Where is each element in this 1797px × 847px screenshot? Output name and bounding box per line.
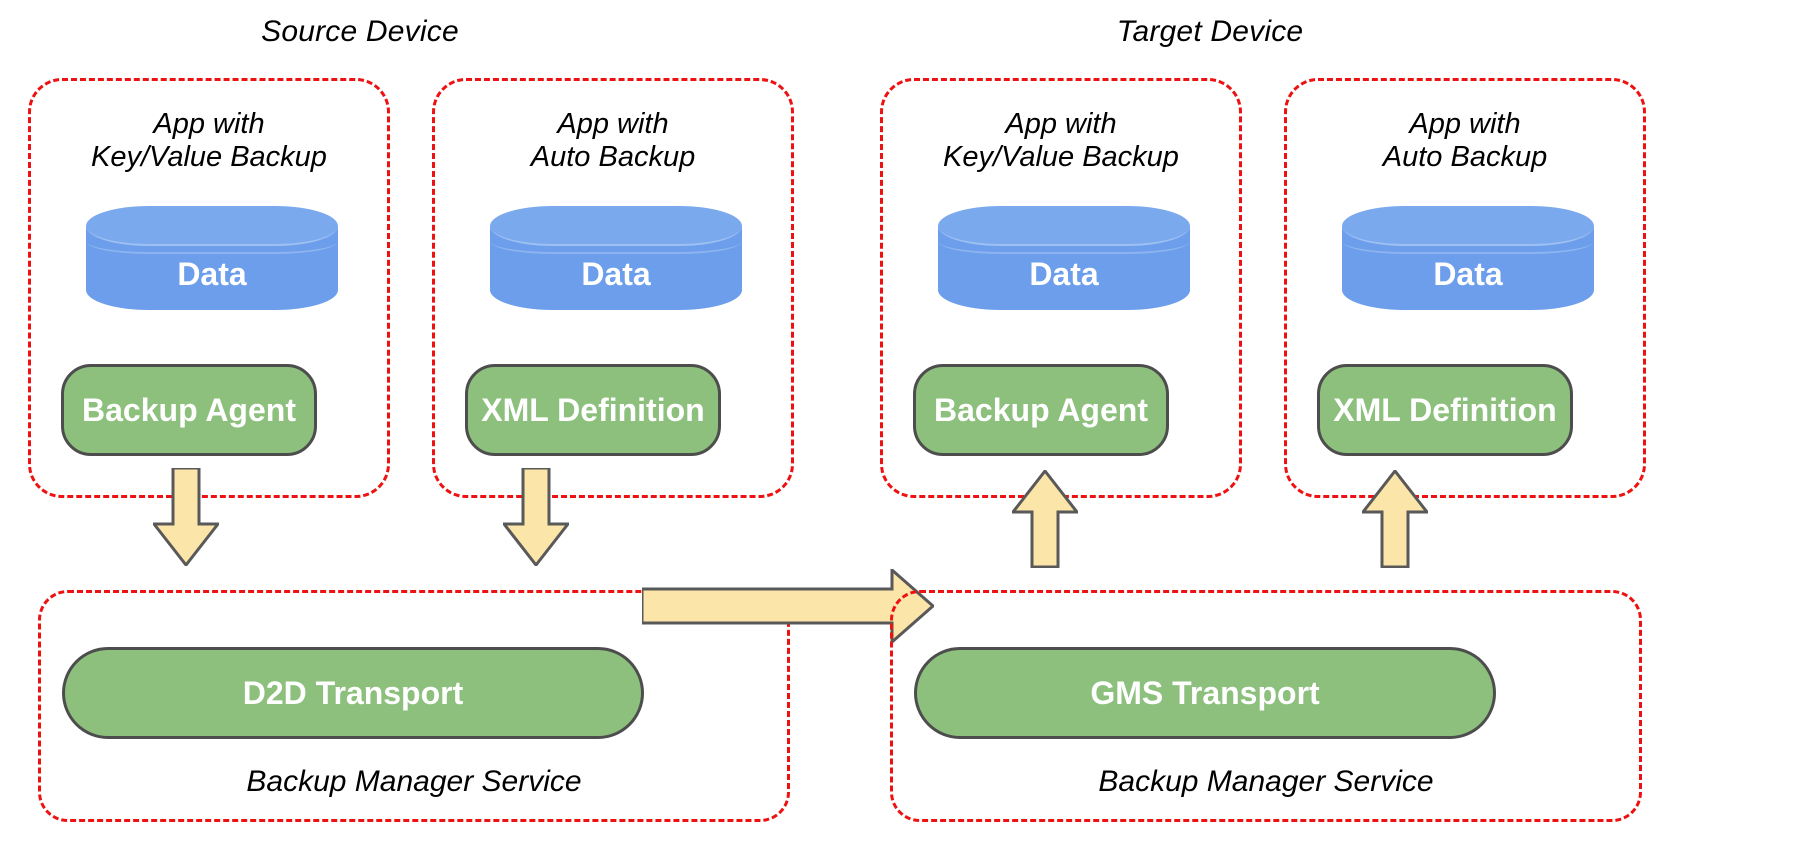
backup-manager-service-caption: Backup Manager Service (246, 764, 582, 798)
data-cylinder-icon: Data (490, 206, 742, 310)
arrow-down-icon-source-auto-backup (503, 468, 569, 566)
app-panel-caption: App with Auto Backup (1382, 108, 1548, 174)
arrow-up-icon-target-key-value (1012, 470, 1078, 568)
app-panel-caption: App with Key/Value Backup (91, 108, 327, 174)
xml-definition-box-target[interactable]: XML Definition (1317, 364, 1573, 456)
backup-agent-box-target[interactable]: Backup Agent (913, 364, 1169, 456)
backup-manager-service-panel-target: Backup Manager Service (890, 590, 1642, 822)
gms-transport-box[interactable]: GMS Transport (914, 647, 1496, 739)
xml-definition-box-source[interactable]: XML Definition (465, 364, 721, 456)
data-cylinder-icon: Data (938, 206, 1190, 310)
data-cylinder-icon: Data (86, 206, 338, 310)
data-cylinder-label: Data (581, 256, 651, 292)
arrow-down-icon-source-key-value (153, 468, 219, 566)
source-device-title: Source Device (261, 15, 459, 48)
app-panel-source-auto-backup: App with Auto Backup Data XML Definition (432, 78, 794, 498)
backup-agent-box-source[interactable]: Backup Agent (61, 364, 317, 456)
data-cylinder-label: Data (1029, 256, 1099, 292)
target-device-title: Target Device (1116, 15, 1304, 48)
app-panel-caption: App with Auto Backup (530, 108, 696, 174)
arrow-up-icon-target-auto-backup (1362, 470, 1428, 568)
data-cylinder-icon: Data (1342, 206, 1594, 310)
arrow-right-icon-transport (642, 569, 934, 643)
data-cylinder-label: Data (177, 256, 247, 292)
app-panel-target-key-value: App with Key/Value Backup Data Backup Ag… (880, 78, 1242, 498)
backup-manager-service-panel-source: Backup Manager Service (38, 590, 790, 822)
d2d-transport-box[interactable]: D2D Transport (62, 647, 644, 739)
app-panel-source-key-value: App with Key/Value Backup Data Backup Ag… (28, 78, 390, 498)
app-panel-caption: App with Key/Value Backup (943, 108, 1179, 174)
backup-manager-service-caption: Backup Manager Service (1098, 764, 1434, 798)
app-panel-target-auto-backup: App with Auto Backup Data XML Definition (1284, 78, 1646, 498)
data-cylinder-label: Data (1433, 256, 1503, 292)
